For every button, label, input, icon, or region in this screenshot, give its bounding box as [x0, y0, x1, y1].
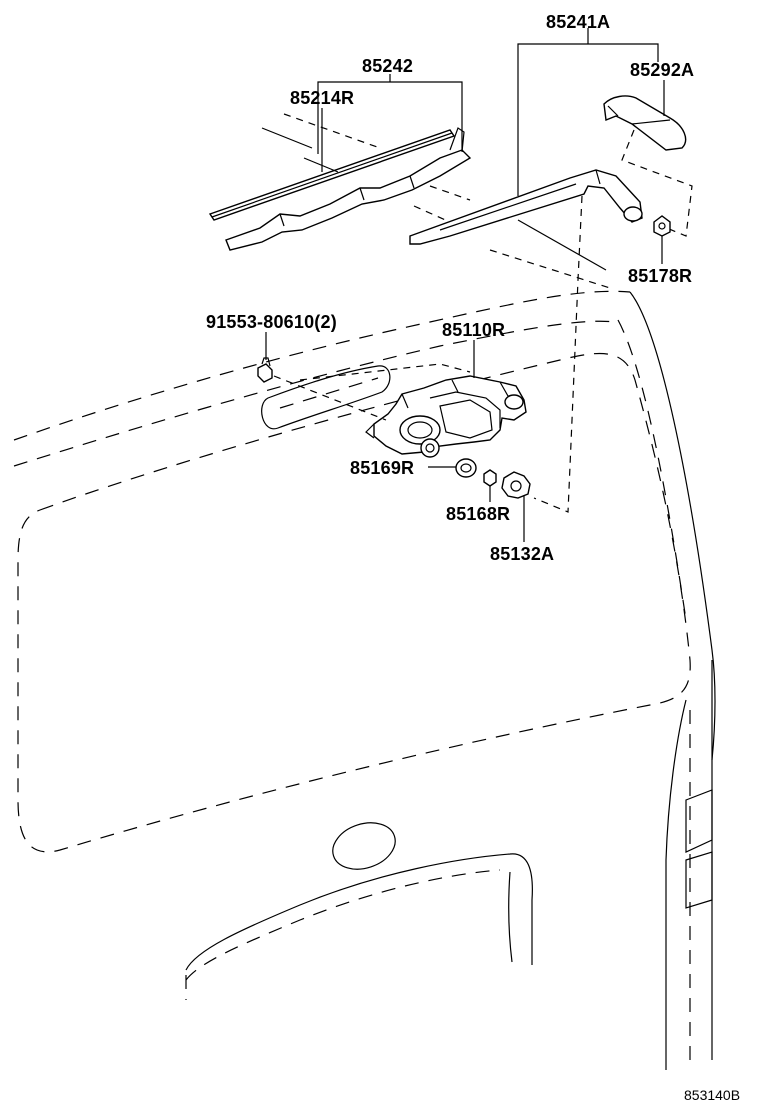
- bolt-link: [273, 375, 387, 421]
- bolt: [257, 357, 273, 383]
- blade-hatch: [413, 205, 451, 223]
- label-85132A: 85132A: [490, 544, 554, 564]
- label-85178R: 85178R: [628, 266, 692, 286]
- pivot-link: [533, 195, 583, 513]
- emblem: [332, 822, 396, 870]
- label-85214R: 85214R: [290, 88, 354, 108]
- back-door-outline: [13, 290, 716, 1070]
- stop-lamp: [261, 365, 391, 430]
- wiper-blade-frame: [225, 127, 472, 251]
- wiper-blade-rubber: [208, 129, 456, 221]
- label-91553: 91553-80610(2): [206, 312, 337, 332]
- label-85292A: 85292A: [630, 60, 694, 80]
- arm-guide: [517, 219, 607, 271]
- cap-link: [621, 129, 693, 237]
- wiper-cap: [603, 95, 687, 151]
- blade-hatch: [261, 127, 313, 149]
- label-85242: 85242: [362, 56, 413, 76]
- label-85168R: 85168R: [446, 504, 510, 524]
- lower-door-panel: [185, 853, 533, 1000]
- pivot-nut: [501, 471, 531, 499]
- diagram-reference-code: 853140B: [684, 1087, 740, 1103]
- nut: [653, 215, 671, 237]
- label-85241A: 85241A: [546, 12, 610, 32]
- blade-hatch: [429, 185, 471, 201]
- washer: [483, 469, 497, 487]
- label-85169R: 85169R: [350, 458, 414, 478]
- back-glass: [17, 352, 691, 853]
- blade-hatch: [283, 113, 381, 149]
- label-85110R: 85110R: [442, 320, 505, 340]
- wiper-arm: [409, 169, 643, 245]
- blade-hatch: [303, 157, 339, 173]
- arm-guide: [489, 249, 611, 289]
- wiper-motor: [365, 375, 527, 458]
- cushion: [455, 458, 477, 478]
- bolt-link: [299, 363, 471, 381]
